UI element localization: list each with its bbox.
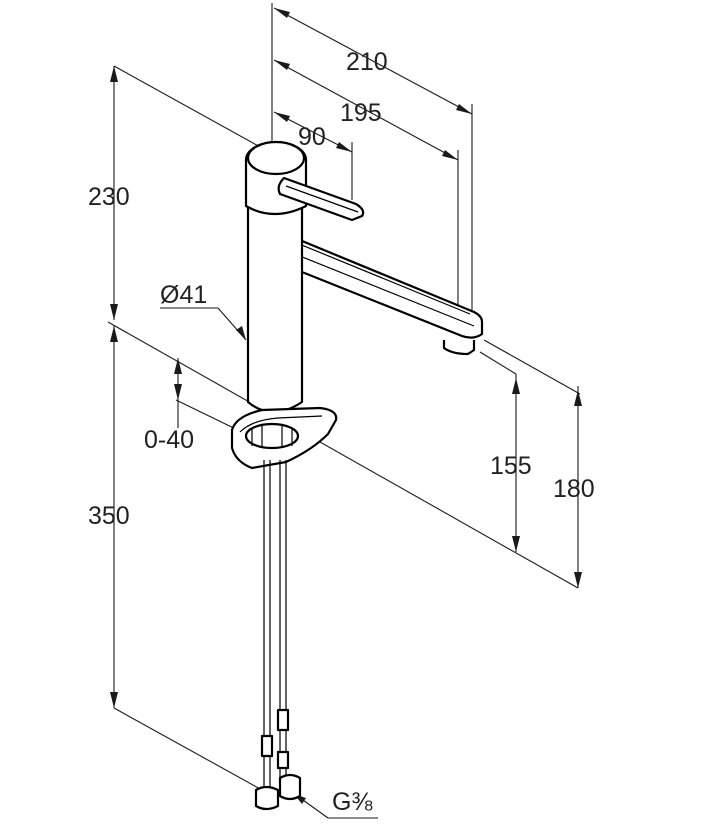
dim-210: 210 [346,48,388,76]
dim-230: 230 [88,183,130,211]
dim-155: 155 [490,452,532,480]
dim-195: 195 [340,99,382,127]
dim-90: 90 [298,123,326,151]
dimension-arrows [110,8,582,804]
dimension-labels: 210 195 90 230 Ø41 0-40 350 155 180 G⅜ [88,48,595,816]
dim-0-40: 0-40 [144,426,194,454]
thread-g3-8: G⅜ [332,788,372,816]
faucet-body [230,140,484,811]
dim-diameter-41: Ø41 [160,281,207,309]
aerator [442,340,476,356]
mounting-nut [244,422,300,450]
dim-180: 180 [553,475,595,503]
dim-350: 350 [88,502,130,530]
hose-connector [254,785,280,811]
